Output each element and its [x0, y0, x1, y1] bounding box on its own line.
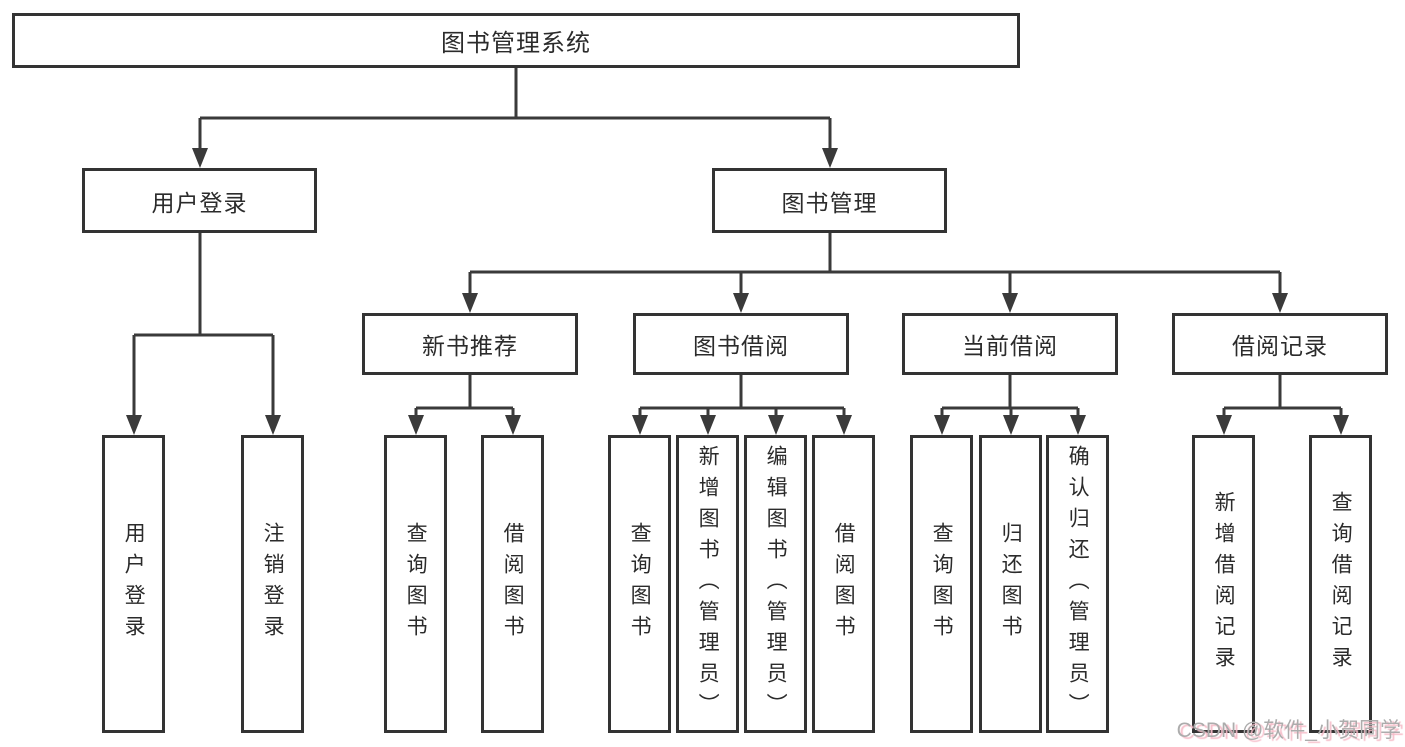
leaf-return-books: 归还图书 [979, 435, 1042, 733]
leaf-label: 新增借阅记录 [1212, 491, 1236, 677]
leaf-label: 确认归还（管理员） [1066, 444, 1090, 724]
node-library-management-system: 图书管理系统 [12, 13, 1020, 68]
node-book-management: 图书管理 [712, 168, 947, 233]
leaf-label: 借阅图书 [501, 522, 525, 646]
node-label: 图书借阅 [693, 333, 789, 359]
leaf-label: 查询图书 [930, 522, 954, 646]
leaf-label: 归还图书 [999, 522, 1023, 646]
leaf-borrow-books-recommend: 借阅图书 [481, 435, 544, 733]
node-label: 新书推荐 [422, 333, 518, 359]
leaf-label: 借阅图书 [832, 522, 856, 646]
leaf-query-books-borrow: 查询图书 [608, 435, 671, 733]
leaf-query-books-recommend: 查询图书 [384, 435, 447, 733]
leaf-user-login: 用户登录 [102, 435, 165, 733]
leaf-query-borrow-record: 查询借阅记录 [1309, 435, 1372, 733]
leaf-label: 注销登录 [261, 522, 285, 646]
node-book-borrow: 图书借阅 [633, 313, 849, 375]
leaf-confirm-return-admin: 确认归还（管理员） [1046, 435, 1109, 733]
leaf-borrow-books: 借阅图书 [812, 435, 875, 733]
leaf-label: 编辑图书（管理员） [764, 444, 788, 724]
csdn-watermark: CSDN @软件_小贺同学 [1176, 719, 1401, 742]
node-user-login: 用户登录 [82, 168, 317, 233]
node-label: 当前借阅 [962, 333, 1058, 359]
leaf-label: 查询借阅记录 [1329, 491, 1353, 677]
leaf-label: 用户登录 [122, 522, 146, 646]
leaf-add-books-admin: 新增图书（管理员） [676, 435, 739, 733]
node-new-book-recommend: 新书推荐 [362, 313, 578, 375]
node-label: 用户登录 [151, 189, 248, 216]
node-current-borrow: 当前借阅 [902, 313, 1118, 375]
leaf-label: 查询图书 [404, 522, 428, 646]
leaf-query-books-current: 查询图书 [910, 435, 973, 733]
node-label: 图书管理 [781, 189, 878, 216]
leaf-add-borrow-record: 新增借阅记录 [1192, 435, 1255, 733]
node-label: 图书管理系统 [441, 30, 591, 57]
leaf-edit-books-admin: 编辑图书（管理员） [744, 435, 807, 733]
node-label: 借阅记录 [1232, 333, 1328, 359]
node-borrow-records: 借阅记录 [1172, 313, 1388, 375]
leaf-label: 新增图书（管理员） [696, 444, 720, 724]
leaf-label: 查询图书 [628, 522, 652, 646]
leaf-logout-login: 注销登录 [241, 435, 304, 733]
